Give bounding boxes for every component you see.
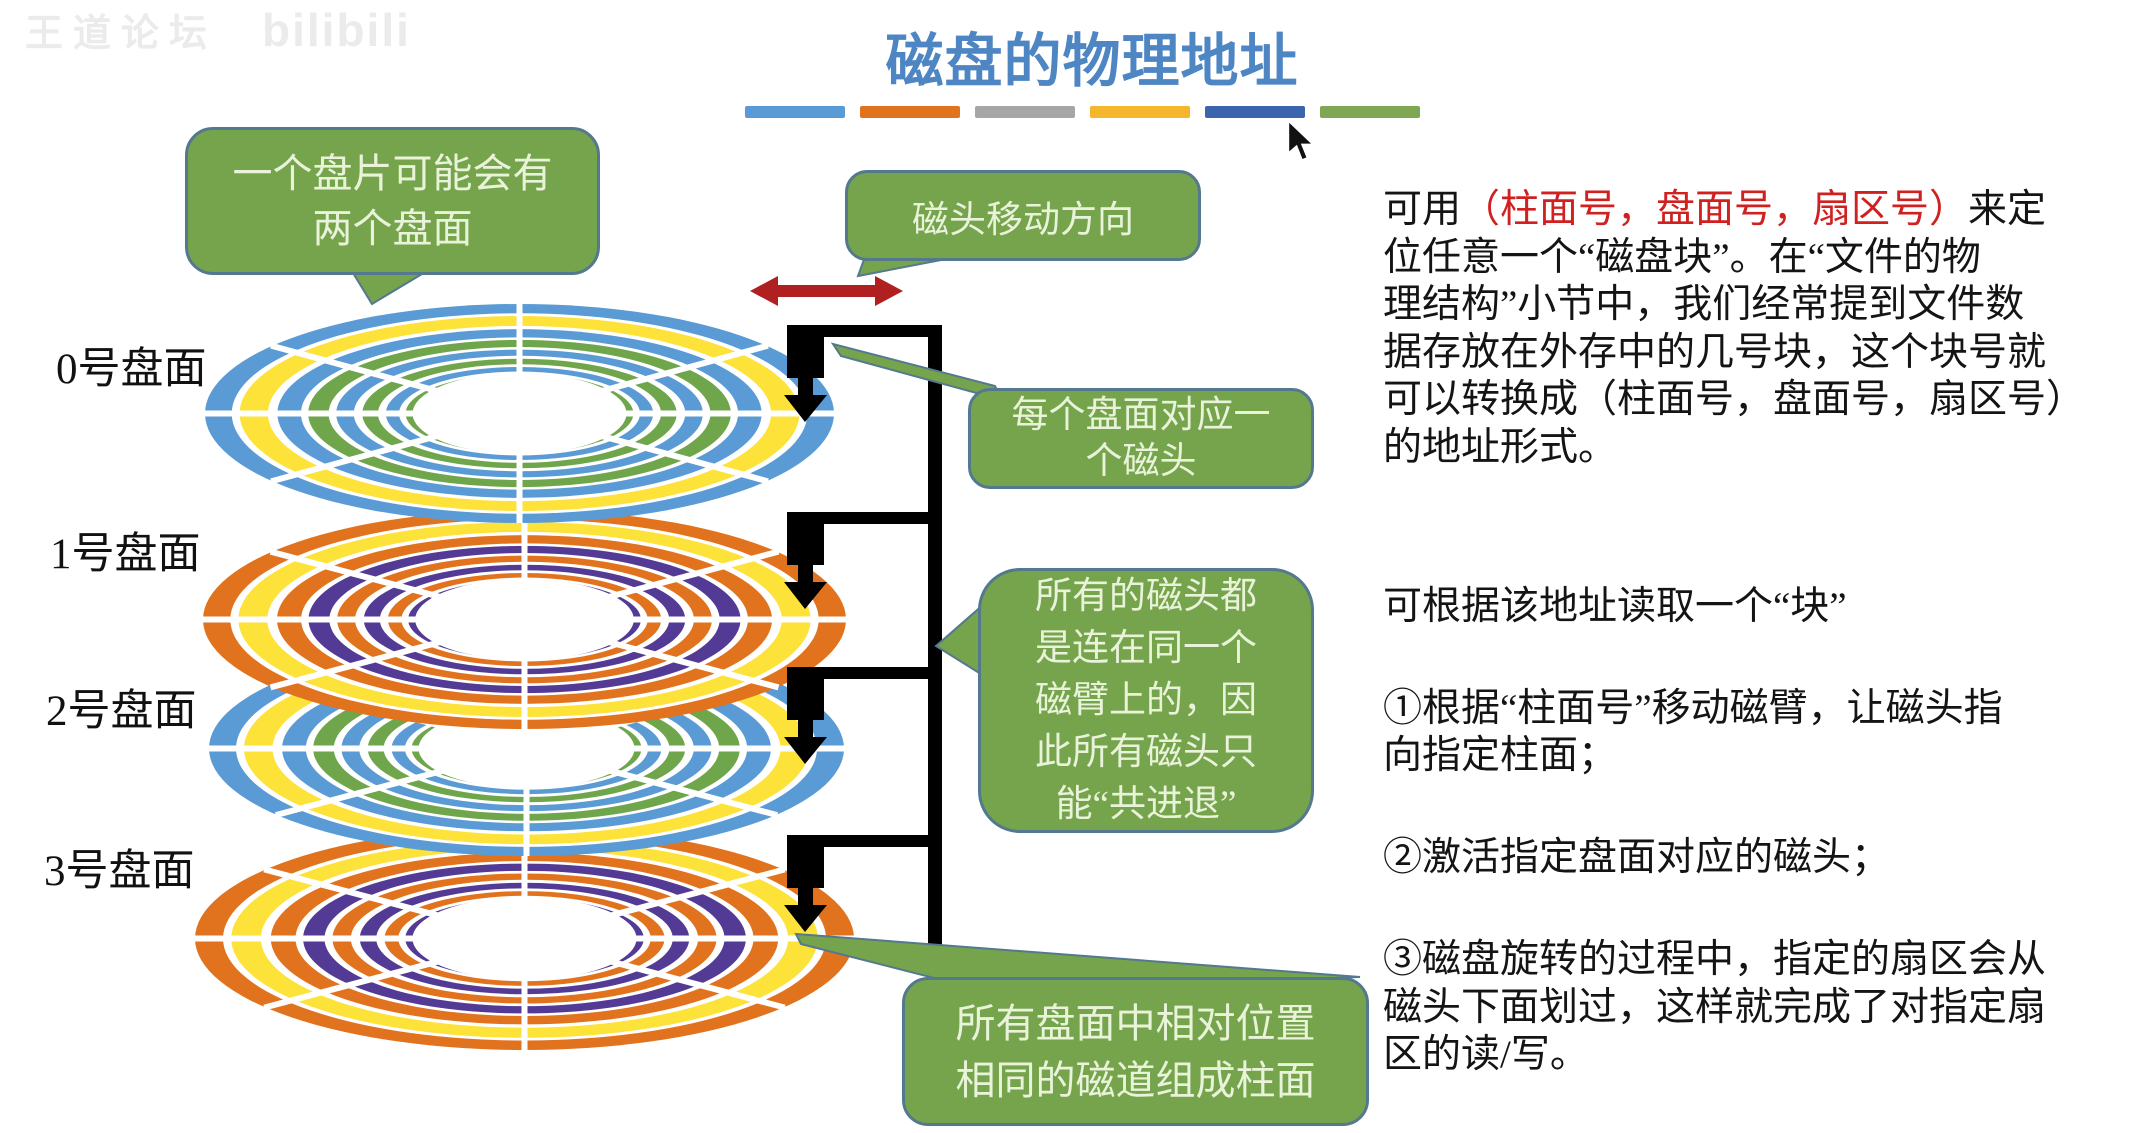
mouse-cursor: [1286, 120, 1317, 163]
divider-bar: [1090, 106, 1190, 118]
explanation-paragraph-2: 可根据该地址读取一个“块” ①根据“柱面号”移动磁臂，让磁头指 向指定柱面； ②…: [1383, 535, 2155, 1133]
para1-suffix: 来定: [1968, 188, 2047, 231]
watermark: 王道论坛 bilibili: [25, 2, 411, 57]
platter-label-0: 0号盘面: [56, 346, 207, 393]
platter-surface-1: [202, 509, 847, 730]
para2-step3: ③磁盘旋转的过程中，指定的扇区会从 磁头下面划过，这样就完成了对指定扇 区的读/…: [1383, 938, 2047, 1076]
platter-label-2: 2号盘面: [46, 688, 197, 735]
callout-tail-shared-arm: [934, 601, 985, 678]
bilibili-logo: bilibili: [262, 4, 411, 56]
para1-highlight: （柱面号，盘面号，扇区号）: [1461, 188, 1969, 231]
callout-cylinder: 所有盘面中相对位置 相同的磁道组成柱面: [902, 977, 1369, 1126]
explanation-paragraph-1: 可用（柱面号，盘面号，扇区号）来定位任意一个“磁盘块”。在“文件的物 理结构”小…: [1383, 186, 2155, 471]
para2-step2: ②激活指定盘面对应的磁头；: [1383, 836, 1891, 879]
watermark-site-text: 王道论坛: [25, 13, 218, 55]
callout-cylinder-text: 所有盘面中相对位置 相同的磁道组成柱面: [955, 1000, 1316, 1103]
callout-shared-arm-text: 所有的磁头都 是连在同一个 磁臂上的，因 此所有磁头只 能“共进退”: [1035, 575, 1257, 825]
callout-head-direction-text: 磁头移动方向: [912, 199, 1134, 241]
para2-intro: 可根据该地址读取一个“块”: [1383, 584, 1847, 628]
platter-surface-0: [204, 303, 835, 524]
callout-head-per-surface: 每个盘面对应一 个磁头: [968, 388, 1314, 489]
page-title: 磁盘的物理地址: [885, 29, 1299, 94]
head-movement-arrow: [750, 276, 903, 306]
divider-bar: [1320, 106, 1420, 118]
callout-platter-sides: 一个盘片可能会有 两个盘面: [185, 127, 600, 275]
platter-surface-3: [194, 826, 855, 1051]
para1-rest: 位任意一个“磁盘块”。在“文件的物 理结构”小节中，我们经常提到文件数 据存放在…: [1383, 235, 2086, 469]
platter-label-3: 3号盘面: [44, 848, 195, 895]
actuator-arm-spine: [928, 325, 942, 962]
divider-bar: [1205, 106, 1305, 118]
para2-step1: ①根据“柱面号”移动磁臂，让磁头指 向指定柱面；: [1383, 686, 2003, 778]
divider-bar: [860, 106, 960, 118]
divider-bar: [975, 106, 1075, 118]
callout-head-direction: 磁头移动方向: [845, 170, 1201, 261]
callout-shared-arm: 所有的磁头都 是连在同一个 磁臂上的，因 此所有磁头只 能“共进退”: [978, 568, 1314, 833]
para1-prefix: 可用: [1383, 188, 1462, 231]
callout-head-per-surface-text: 每个盘面对应一 个磁头: [1011, 394, 1271, 482]
title-underline-bars: [745, 106, 1420, 118]
platter-label-1: 1号盘面: [50, 531, 201, 578]
divider-bar: [745, 106, 845, 118]
callout-platter-sides-text: 一个盘片可能会有 两个盘面: [232, 151, 553, 251]
